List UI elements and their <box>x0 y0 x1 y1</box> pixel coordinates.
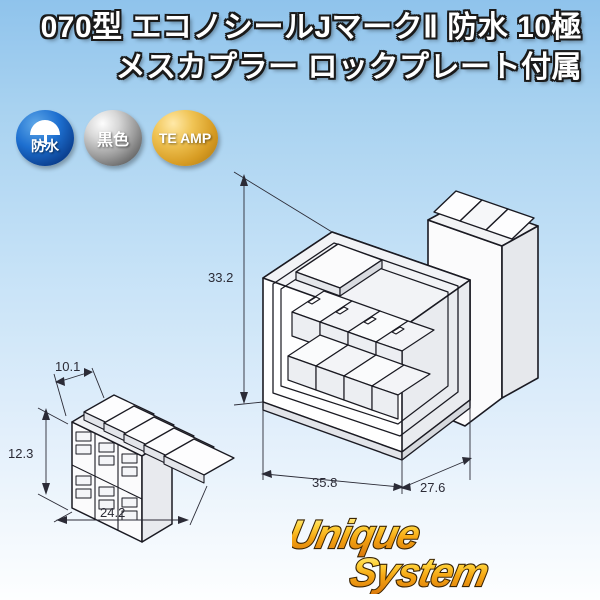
badge-brand: TE AMP <box>152 110 218 166</box>
title-line-2: メスカプラー ロックプレート付属 <box>115 51 582 84</box>
watermark-line-2: System <box>346 549 492 594</box>
umbrella-icon <box>30 120 60 147</box>
badge-brand-label: TE AMP <box>158 130 212 146</box>
title-line-1: 070型 エコノシールJマークⅡ 防水 10極 <box>40 11 582 44</box>
badge-color-label: 黒色 <box>96 132 129 149</box>
dim-depth-label: 27.6 <box>420 480 445 495</box>
dim-width-label: 35.8 <box>312 475 337 490</box>
badge-color: 黒色 <box>84 110 142 166</box>
lock-plate-drawing: 10.1 12.3 24.2 <box>8 359 264 560</box>
dim-plate-width-label: 24.2 <box>100 505 125 520</box>
watermark-line-1: Unique <box>292 512 424 557</box>
dim-plate-height-label: 12.3 <box>8 446 33 461</box>
page-title: 070型 エコノシールJマークⅡ 防水 10極 メスカプラー ロックプレート付属 <box>0 8 600 88</box>
main-connector-drawing: 33.2 35.8 27.6 <box>208 160 600 510</box>
dim-plate-depth-label: 10.1 <box>55 359 80 374</box>
watermark-logo: Unique System <box>283 510 592 596</box>
badge-waterproof: 防水 <box>16 110 74 166</box>
feature-badge-group: 防水 黒色 TE AMP <box>16 110 218 166</box>
dim-height-label: 33.2 <box>208 270 233 285</box>
